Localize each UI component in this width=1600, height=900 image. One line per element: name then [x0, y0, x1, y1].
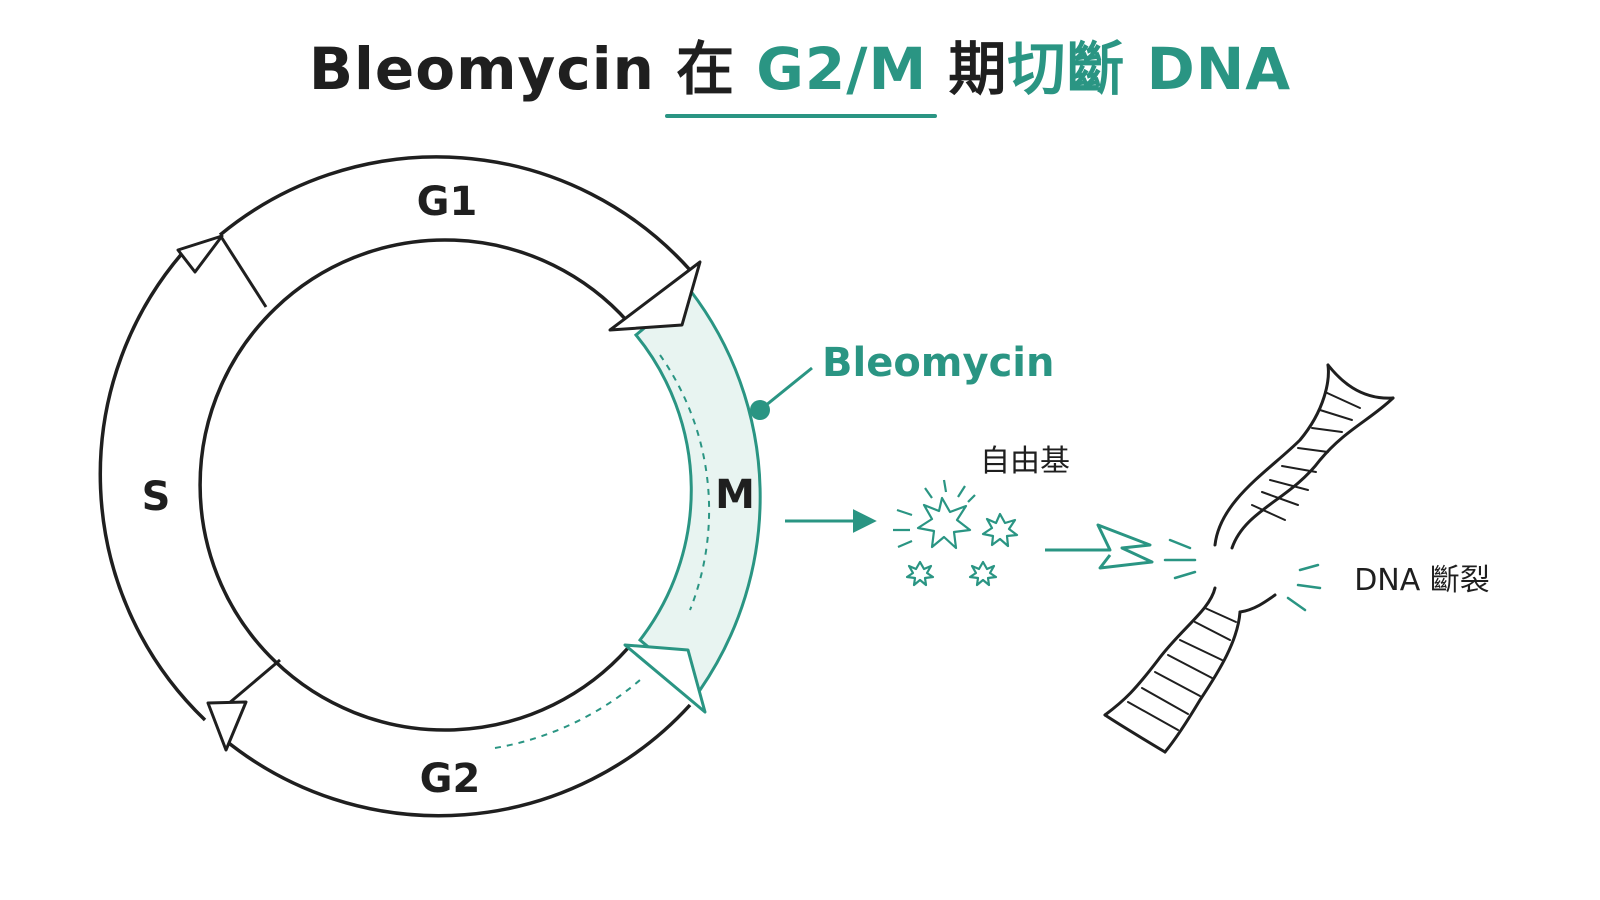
cycle-outer-rim	[98, 155, 692, 818]
page-title: Bleomycin 在 G2/M 期切斷 DNA	[0, 22, 1600, 106]
radical-spark-lines	[893, 479, 976, 549]
free-radicals	[893, 479, 1019, 587]
title-part-1: Bleomycin 在	[308, 35, 757, 103]
dna-upper-fragment	[1213, 363, 1395, 550]
dna-upper-strand-b	[1230, 396, 1395, 550]
dna-break-label: DNA 斷裂	[1354, 563, 1490, 598]
dna-lower-rungs	[1127, 607, 1237, 731]
divider-g1-s	[218, 234, 268, 308]
callout-leader-line	[759, 366, 813, 412]
bleomycin-callout: Bleomycin	[750, 340, 1054, 420]
radical-star-small-left	[905, 560, 935, 587]
dna-upper-strand-a	[1213, 363, 1330, 547]
arrowhead-g2-to-m	[623, 643, 707, 714]
dna-lower-strand-d	[1103, 713, 1167, 754]
dna-upper-rungs	[1251, 391, 1361, 521]
label-s: S	[142, 474, 171, 520]
lightning-arrow	[1045, 523, 1154, 570]
cycle-arrowheads	[176, 234, 702, 752]
dna-lower-strand-c	[1238, 593, 1277, 614]
callout-dot	[750, 400, 770, 420]
bleomycin-label: Bleomycin	[822, 340, 1054, 386]
title-part-2: G2/M	[756, 35, 928, 103]
dna-lower-strand-b	[1163, 610, 1242, 754]
arrowhead-g1-to-m	[608, 260, 702, 332]
dna-lower-strand-a	[1103, 586, 1217, 717]
label-g2: G2	[420, 756, 481, 802]
g2-dashed-guide	[494, 679, 641, 749]
m-phase-dashed-guide	[659, 354, 711, 611]
arrowhead-s-to-g1	[176, 234, 224, 274]
label-m: M	[715, 472, 755, 518]
cell-cycle-ring	[98, 155, 692, 818]
title-underline	[665, 114, 937, 118]
dna-lower-fragment	[1103, 586, 1277, 754]
dna-upper-strand-c	[1326, 363, 1395, 400]
radical-star-small-right	[968, 560, 998, 587]
arrowhead-g2-to-s	[206, 700, 248, 752]
title-part-4: 切斷 DNA	[1007, 35, 1292, 103]
radical-star-right	[981, 512, 1019, 548]
cycle-inner-rim	[198, 238, 630, 732]
phase-dividers	[214, 234, 281, 717]
break-sparks	[1163, 538, 1322, 612]
title-part-3: 期	[927, 35, 1008, 103]
radical-star-large	[916, 496, 972, 550]
label-g1: G1	[417, 179, 478, 225]
free-radical-label: 自由基	[980, 444, 1070, 479]
